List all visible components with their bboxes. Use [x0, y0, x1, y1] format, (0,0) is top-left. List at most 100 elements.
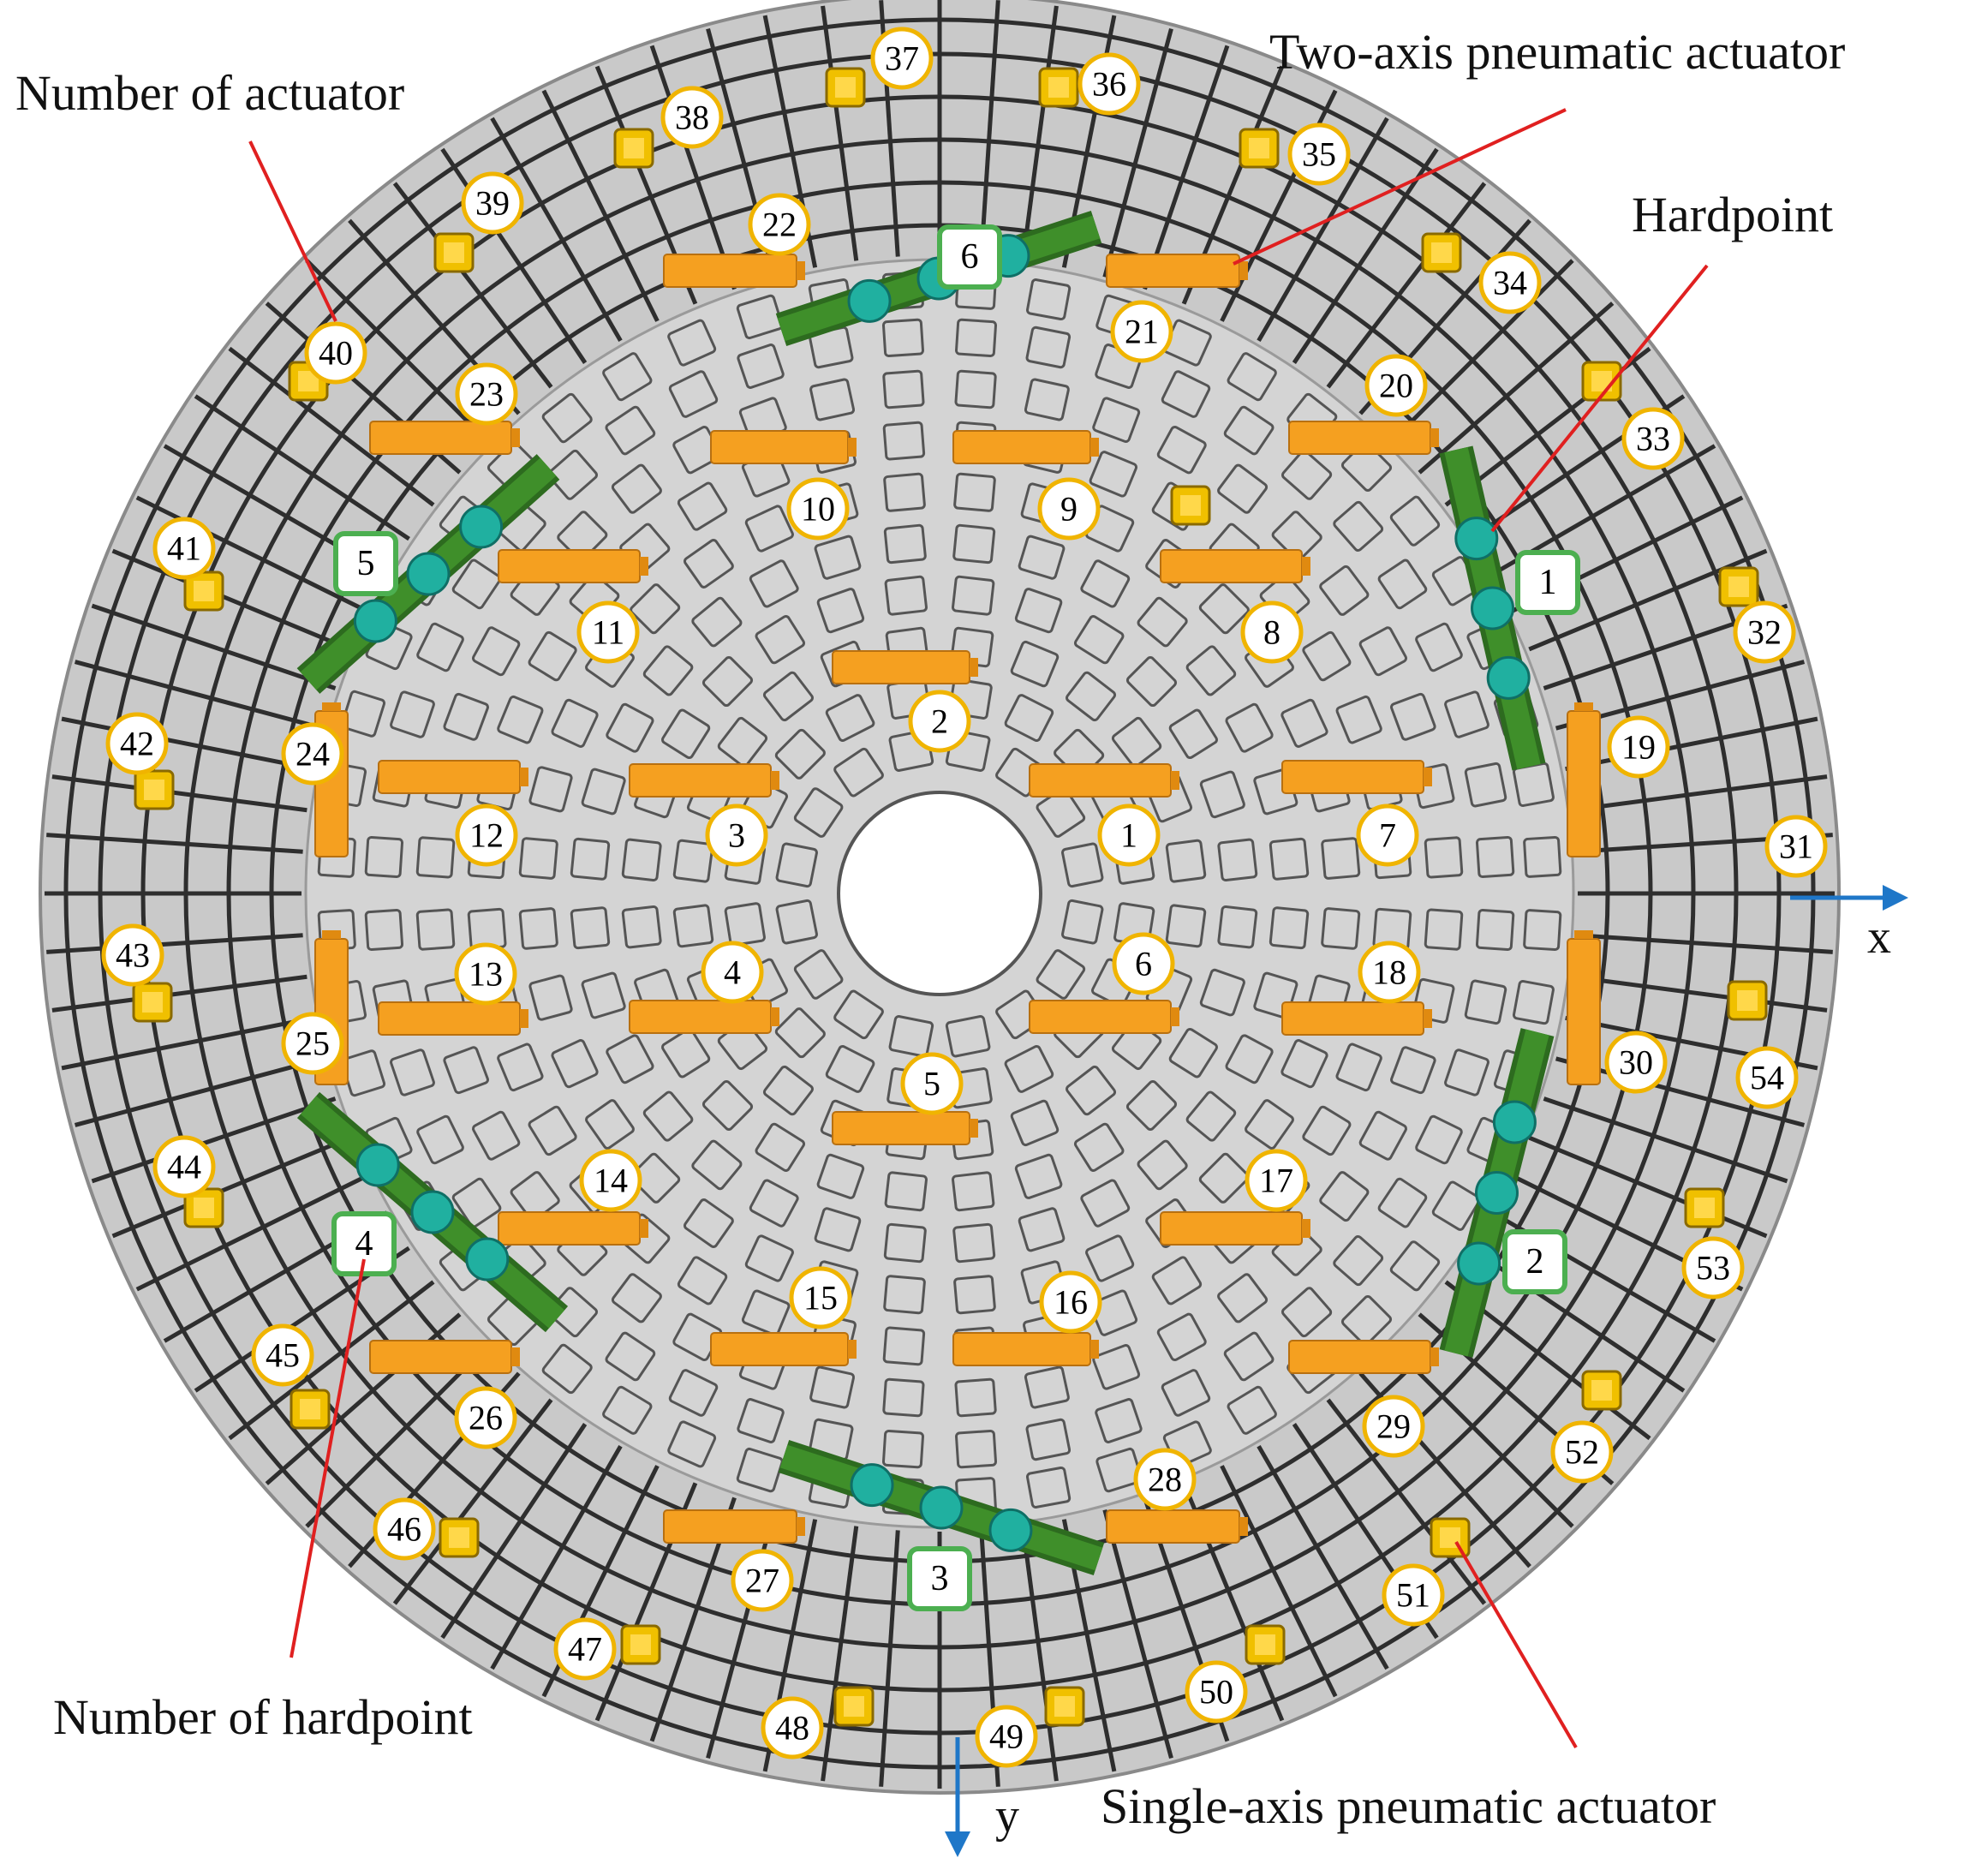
single-axis-actuator-47	[620, 1624, 661, 1665]
single-axis-actuator-top	[835, 77, 856, 98]
two-axis-actuator-body	[663, 254, 805, 288]
pocket-cell	[611, 463, 662, 514]
actuator-number-badge-4: 4	[701, 941, 764, 1004]
pocket-cell	[1125, 1079, 1178, 1132]
actuator-number-badge-41: 41	[152, 517, 216, 580]
hardpoint-joint	[406, 552, 451, 596]
single-axis-actuator-top	[1249, 138, 1269, 158]
badge-number: 16	[1054, 1283, 1088, 1322]
pocket-cell	[518, 837, 558, 880]
badge-number: 27	[745, 1562, 779, 1600]
single-axis-actuator-top	[1591, 1380, 1612, 1401]
badge-number: 50	[1199, 1673, 1233, 1712]
two-axis-actuator-body	[710, 1332, 857, 1366]
two-axis-actuator-body	[1106, 254, 1248, 288]
hardpoint-joint	[1475, 1171, 1519, 1215]
badge-number: 36	[1092, 65, 1126, 104]
hardpoint-badge-number: 2	[1526, 1242, 1544, 1282]
callout-lines	[248, 108, 1709, 1749]
pocket-cell	[1185, 1090, 1237, 1142]
actuator-bar	[1160, 549, 1303, 583]
badge-ring	[281, 722, 344, 786]
pocket-cell	[883, 1222, 927, 1264]
outer-rib-spoke	[51, 974, 307, 1013]
pocket-cell	[677, 481, 728, 531]
pocket-cell	[1125, 655, 1178, 708]
pocket-cell	[691, 596, 743, 648]
badge-ring	[1604, 1031, 1668, 1094]
pocket-cell	[551, 698, 599, 748]
pocket-cell	[1424, 836, 1464, 879]
pocket-cell	[1227, 352, 1277, 402]
badge-number: 20	[1379, 367, 1413, 405]
actuator-number-badge-31: 31	[1764, 815, 1828, 878]
pocket-cell	[1225, 1034, 1274, 1084]
pocket-cell	[755, 1122, 806, 1172]
pocket-cell	[1156, 1312, 1207, 1361]
hardpoint-badge-box	[1502, 1229, 1567, 1294]
actuator-number-badge-33: 33	[1621, 407, 1685, 470]
actuator-bar	[498, 1211, 641, 1246]
pocket-cell	[888, 1015, 934, 1058]
pocket-cell	[1080, 1179, 1131, 1228]
actuator-number-badge-35: 35	[1287, 122, 1351, 186]
hardpoint-joint	[847, 278, 892, 323]
pocket-cell	[551, 1039, 599, 1089]
pocket-cell	[1025, 278, 1072, 321]
pocket-cell	[1217, 1273, 1269, 1323]
pocket-cell	[1168, 708, 1218, 760]
two-axis-actuator-body	[629, 763, 779, 798]
pocket-cell	[472, 1110, 521, 1161]
actuator-number-badge-37: 37	[870, 27, 934, 90]
pocket-cell	[1358, 626, 1407, 677]
callout-number-of-hardpoint: Number of hardpoint	[53, 1689, 473, 1745]
pocket-cell	[1253, 971, 1298, 1019]
pocket-cell	[717, 716, 768, 768]
two-axis-actuator-body	[629, 1000, 779, 1034]
outer-rib-spoke	[1572, 974, 1828, 1013]
badge-ring	[454, 942, 517, 1006]
pocket-cell	[602, 352, 653, 402]
single-axis-actuator-top	[144, 780, 164, 800]
badge-number: 49	[989, 1718, 1024, 1756]
pocket-cell	[1280, 1039, 1328, 1089]
two-axis-actuator-body	[369, 421, 520, 455]
actuator-bar-cap	[1574, 930, 1593, 939]
badge-ring	[461, 171, 524, 235]
pocket-cell	[1390, 1046, 1436, 1095]
badge-ring	[870, 27, 934, 90]
badge-number: 3	[728, 816, 745, 855]
callout-line-single-axis	[1454, 1540, 1578, 1749]
pocket-cell	[1333, 500, 1384, 553]
pocket-cell	[1512, 979, 1555, 1025]
hardpoint-joint	[988, 1508, 1033, 1552]
actuator-number-badge-18: 18	[1358, 941, 1421, 1004]
badge-ring	[1735, 1046, 1799, 1109]
badge-number: 10	[801, 490, 835, 529]
outer-rib-spoke	[135, 1174, 368, 1292]
pocket-cell	[1198, 583, 1250, 635]
hardpoint-badge-box	[907, 1546, 972, 1611]
pocket-cell	[883, 523, 927, 565]
badge-ring	[1681, 1236, 1745, 1299]
pocket-cell	[1444, 690, 1489, 738]
pocket-cell	[672, 904, 714, 948]
hardpoint-assembly	[778, 1439, 1105, 1576]
single-axis-actuator-39	[433, 232, 475, 273]
badge-number: 5	[923, 1065, 940, 1103]
pocket-cell	[882, 1377, 925, 1418]
actuator-number-badge-22: 22	[748, 193, 811, 256]
actuator-number-badge-52: 52	[1550, 1420, 1614, 1484]
actuator-bar	[832, 1111, 970, 1145]
actuator-bar	[378, 1001, 521, 1036]
badge-ring	[900, 1052, 964, 1115]
actuator-bar	[952, 1332, 1091, 1366]
outer-rib-spoke	[74, 1056, 325, 1127]
actuator-number-badge-11: 11	[576, 600, 640, 664]
hardpoint-joint	[1454, 517, 1499, 561]
pocket-cell	[774, 1007, 826, 1059]
badge-ring	[152, 1135, 216, 1198]
actuator-number-badge-42: 42	[105, 712, 169, 775]
pocket-cell	[1092, 397, 1141, 443]
pocket-cell	[1475, 835, 1515, 878]
